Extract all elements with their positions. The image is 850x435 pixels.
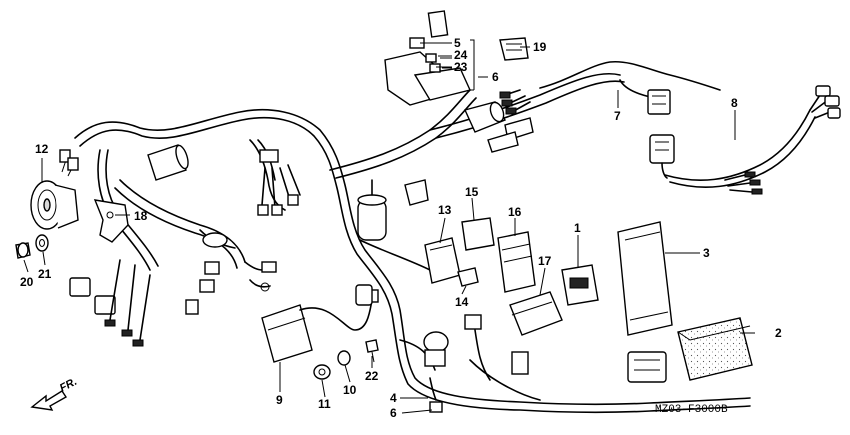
label-19: 19 (533, 40, 547, 54)
label-6b: 6 (390, 406, 397, 420)
plug-connector (355, 284, 373, 306)
relay-1 (561, 264, 599, 306)
label-5: 5 (454, 36, 461, 50)
part-labels: 1 2 3 4 5 6 6 7 8 9 10 11 12 13 14 15 16… (20, 36, 782, 420)
label-2: 2 (775, 326, 782, 340)
label-21: 21 (38, 267, 52, 281)
grommet-11 (313, 364, 331, 380)
washer-21 (35, 234, 49, 252)
label-14: 14 (455, 295, 469, 309)
leader-lines (23, 39, 755, 414)
screw-22 (365, 339, 379, 363)
label-23: 23 (454, 60, 468, 74)
label-24: 24 (454, 48, 468, 62)
label-11: 11 (318, 397, 331, 411)
front-direction-arrow (30, 390, 68, 411)
left-connector-cluster (69, 229, 277, 347)
label-17: 17 (538, 254, 552, 268)
relay-13 (424, 237, 461, 284)
sub-harness-8 (649, 85, 841, 195)
label-6a: 6 (492, 70, 499, 84)
condenser (357, 179, 429, 241)
clip-14 (457, 267, 479, 287)
cover-2 (677, 317, 753, 381)
control-unit-3 (617, 221, 673, 336)
label-3: 3 (703, 246, 710, 260)
part-19-connector (499, 37, 529, 61)
harness-capacitor (147, 144, 189, 181)
harness-connector-upper (257, 149, 301, 216)
fuse-relay-cluster (384, 10, 534, 153)
label-18: 18 (134, 209, 148, 223)
label-16: 16 (508, 205, 522, 219)
direction-label: FR. (58, 376, 79, 395)
label-15: 15 (465, 185, 479, 199)
label-8: 8 (731, 96, 738, 110)
label-9: 9 (276, 393, 283, 407)
diagram-code: MZ03-F3000B (655, 404, 728, 416)
collar-10 (337, 350, 351, 366)
label-22: 22 (365, 369, 379, 383)
coupler-block (627, 351, 667, 383)
main-wire-harness (74, 72, 751, 414)
label-4: 4 (390, 391, 397, 405)
bolt-20 (15, 242, 31, 259)
label-10: 10 (343, 383, 357, 397)
relay-15 (461, 217, 495, 251)
label-12: 12 (35, 142, 49, 156)
lower-connectors (423, 314, 529, 413)
relay-17 (509, 291, 563, 336)
relay-16 (497, 231, 536, 293)
sub-harness-7 (499, 60, 721, 115)
label-1: 1 (574, 221, 581, 235)
horn-12 (30, 149, 79, 230)
label-7: 7 (614, 109, 621, 123)
label-13: 13 (438, 203, 452, 217)
bracket-18 (93, 199, 129, 243)
label-20: 20 (20, 275, 34, 289)
